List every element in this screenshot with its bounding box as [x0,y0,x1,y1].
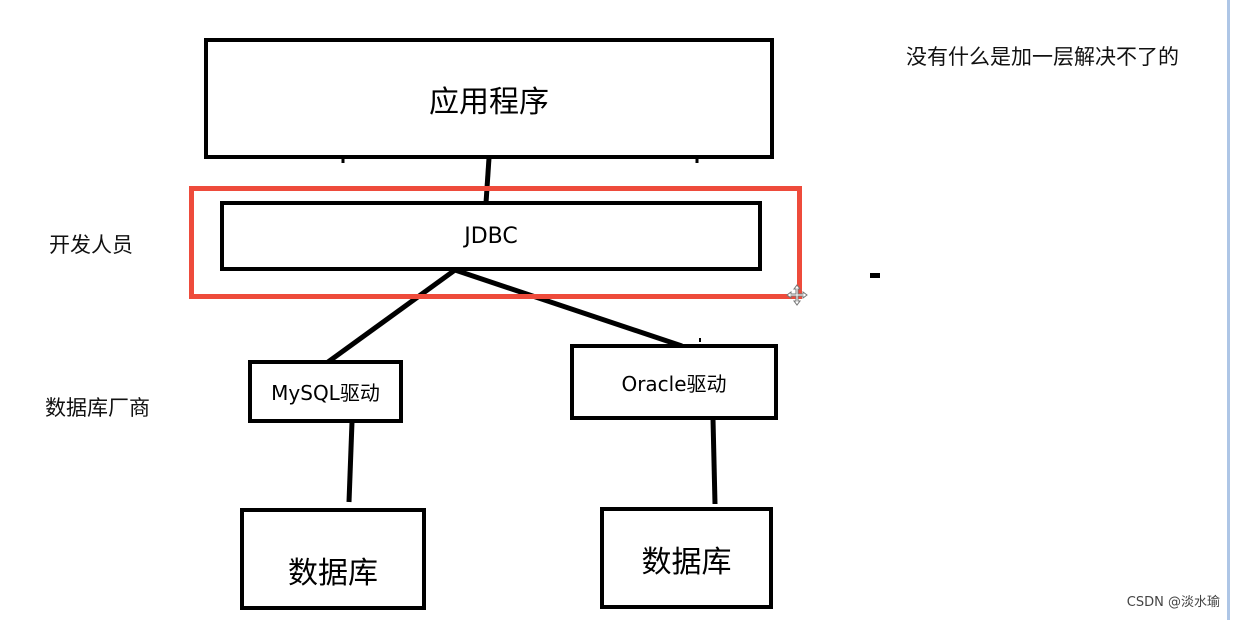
database-label-left: 数据库 [288,556,378,591]
watermark: CSDN @淡水瑜 [1126,595,1220,610]
database-label-right: 数据库 [641,545,732,580]
application-box: 应用程序 [204,38,774,159]
application-label: 应用程序 [429,84,549,120]
quote-text: 没有什么是加一层解决不了的 [906,45,1179,69]
right-edge-bar [1227,0,1230,620]
jdbc-box: JDBC [220,201,762,271]
connector-oracle-db [710,418,718,505]
jdbc-highlight-frame [189,186,802,299]
database-box-right: 数据库 [600,507,773,609]
connector-mysql-db [346,421,355,503]
move-cursor-icon [786,284,808,306]
oracle-driver-box: Oracle驱动 [570,344,778,420]
oracle-driver-label: Oracle驱动 [621,371,727,396]
mysql-driver-label: MySQL驱动 [271,381,380,405]
database-box-left: 数据库 [240,508,426,610]
jdbc-label: JDBC [464,223,518,249]
vendor-label: 数据库厂商 [45,396,150,420]
dash-mark [870,273,880,278]
mysql-driver-box: MySQL驱动 [248,360,403,423]
developer-label: 开发人员 [49,233,133,257]
